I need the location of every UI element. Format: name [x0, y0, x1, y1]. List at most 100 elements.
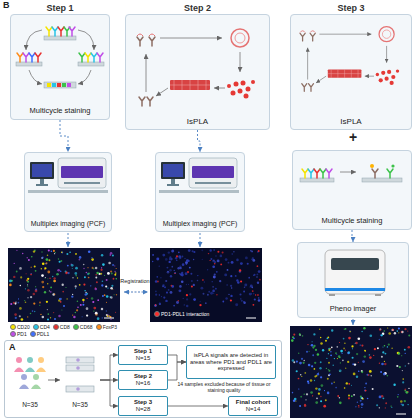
imager-device: [325, 288, 385, 291]
imager-device: [329, 294, 335, 296]
cell-dot: [215, 255, 216, 256]
cell-dot: [214, 263, 216, 265]
cell-dot: [306, 393, 308, 395]
ispla-illustration: [300, 27, 399, 92]
cell-dot: [101, 284, 103, 286]
staining-illustration: [57, 83, 61, 87]
flow-arrow: [353, 319, 354, 325]
cell-dot: [384, 361, 385, 362]
patient-icon: [14, 368, 24, 373]
cell-dot: [110, 270, 112, 272]
cell-dot: [404, 349, 406, 351]
cell-dot: [114, 271, 116, 273]
cell-dot: [83, 301, 84, 302]
cell-dot: [115, 272, 117, 274]
node-text: Multiplex imaging (PCF): [31, 220, 106, 228]
cell-dot: [351, 345, 353, 347]
cell-dot: [79, 259, 81, 261]
cell-dot: [364, 390, 366, 392]
cell-dot: [315, 387, 317, 389]
cell-dot: [230, 299, 232, 301]
cell-dot: [171, 250, 174, 253]
step-panel: Step 1Multicycle staining: [10, 14, 110, 120]
cell-dot: [243, 302, 245, 304]
cell-dot: [162, 286, 164, 288]
staining-illustration: [78, 70, 91, 84]
cell-dot: [197, 280, 199, 282]
cell-dot: [222, 301, 224, 303]
cell-dot: [225, 258, 228, 261]
cell-dot: [96, 281, 98, 283]
cell-dot: [313, 333, 315, 335]
cell-dot: [86, 314, 88, 316]
cell-dot: [222, 252, 224, 254]
cell-dot: [382, 351, 384, 353]
cell-dot: [219, 280, 221, 282]
cell-dot: [111, 285, 113, 287]
cell-dot: [388, 343, 390, 345]
cell-dot: [326, 358, 327, 359]
cell-dot: [95, 267, 98, 270]
plus-sign: +: [344, 130, 362, 144]
node-text: Pheno imager: [330, 305, 377, 314]
cell-dot: [42, 257, 44, 259]
cell-dot: [298, 352, 299, 353]
cell-dot: [256, 276, 258, 278]
cell-dot: [330, 348, 331, 349]
cell-dot: [166, 292, 168, 294]
cell-dot: [87, 273, 89, 275]
cell-dot: [50, 291, 52, 293]
node-text: Final cohort: [236, 399, 270, 406]
slide-icon: [76, 358, 80, 362]
cell-dot: [402, 381, 404, 383]
cell-dot: [52, 276, 53, 277]
patient-icon: [36, 368, 46, 373]
cell-dot: [298, 388, 299, 389]
cell-dot: [240, 262, 243, 265]
cell-dot: [72, 314, 73, 315]
cell-dot: [362, 360, 365, 363]
cell-dot: [365, 350, 366, 351]
cell-dot: [86, 298, 87, 299]
cell-dot: [377, 347, 379, 349]
node-text: Step 1: [134, 348, 152, 355]
cell-dot: [107, 315, 109, 317]
cell-dot: [293, 361, 295, 363]
cell-dot: [212, 290, 215, 293]
cell-dot: [44, 292, 45, 293]
cell-dot: [382, 346, 383, 347]
cell-dot: [32, 310, 34, 312]
cell-dot: [72, 277, 74, 279]
slide-icon: [76, 366, 80, 370]
cell-dot: [15, 301, 16, 302]
step-box: Step 3N=28: [118, 396, 168, 416]
cell-dot: [383, 330, 385, 332]
staining-illustration: [17, 53, 23, 62]
cell-dot: [358, 405, 359, 406]
node-text: IsPLA: [340, 117, 361, 126]
cell-dot: [53, 277, 55, 279]
node-text: Multicycle staining: [322, 217, 383, 226]
cell-dot: [115, 312, 116, 313]
cell-dot: [47, 313, 49, 315]
cell-dot: [56, 273, 58, 275]
cell-dot: [312, 354, 314, 356]
cell-dot: [75, 267, 78, 270]
cell-dot: [339, 342, 340, 343]
cell-dot: [352, 357, 354, 359]
cell-dot: [41, 251, 42, 252]
cell-dot: [31, 273, 32, 274]
cell-dot: [186, 298, 188, 300]
legend-swatch: [53, 324, 59, 330]
cell-dot: [349, 331, 351, 333]
cell-dot: [62, 291, 64, 293]
cell-dot: [52, 293, 55, 296]
cell-dot: [55, 252, 56, 253]
cell-dot: [101, 254, 104, 256]
node-text: Step 3: [134, 399, 152, 406]
cell-dot: [204, 281, 206, 283]
cell-dot: [259, 279, 261, 281]
cell-dot: [184, 304, 186, 306]
cell-dot: [86, 307, 89, 310]
cell-dot: [344, 328, 345, 329]
